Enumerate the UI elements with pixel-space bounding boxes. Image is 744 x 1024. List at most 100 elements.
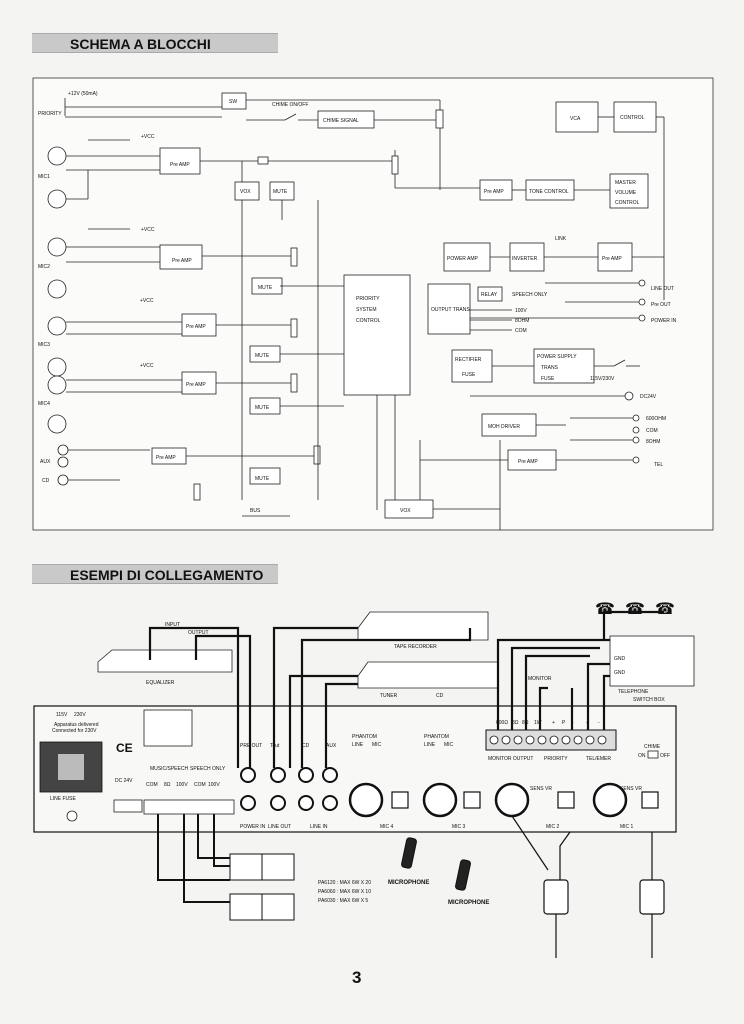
terminal-top-0: 600Ω — [496, 720, 508, 726]
vox-label: VOX — [240, 189, 251, 195]
mic2-jack-icon — [47, 279, 67, 299]
mute-label-2: MUTE — [258, 285, 273, 291]
tone-control-label: TONE CONTROL — [529, 189, 569, 195]
tout-jack-label: Tout — [270, 743, 280, 749]
sw-block — [221, 92, 247, 110]
cd-device-label: CD — [436, 693, 444, 699]
terminal-100v2-label: 100V — [208, 782, 220, 788]
terminal-top-8: - — [598, 720, 600, 726]
input-label: INPUT — [165, 622, 180, 628]
control-label: CONTROL — [620, 115, 645, 121]
priority-control-label-3: CONTROL — [356, 318, 381, 324]
inverter-block — [509, 242, 545, 272]
voltage-230-label: 230V — [74, 712, 86, 718]
tap-8ohm-label: 8OHM — [515, 318, 529, 324]
mute-label-1: MUTE — [273, 189, 288, 195]
apparatus-note-2: Connected for 230V — [52, 728, 97, 734]
terminal-top-4: + — [552, 720, 555, 726]
line-out-jack-label: LINE OUT — [268, 824, 291, 830]
mute-label-3: MUTE — [255, 353, 270, 359]
speaker-icon-4 — [261, 893, 295, 921]
master-volume-label-3: CONTROL — [615, 200, 640, 206]
mic1-jack-icon — [47, 189, 67, 209]
priority-control-label-2: SYSTEM — [356, 307, 377, 313]
mic1-jack-socket-icon — [641, 791, 659, 809]
mic2-panel-label: MIC 2 — [546, 824, 560, 830]
mute-label-5: MUTE — [255, 476, 270, 482]
line-label-4: LINE — [352, 742, 364, 748]
priority-label: PRIORITY — [38, 111, 62, 117]
moh-600-label: 600OHM — [646, 416, 666, 422]
gnd-label-1: GND — [614, 656, 626, 662]
microphone-icon-1 — [401, 837, 417, 869]
tuner-label: TUNER — [380, 693, 398, 699]
sens-vr-label-1: SENS VR — [620, 786, 642, 792]
mic4-panel-label: MIC 4 — [380, 824, 394, 830]
power-in-jack-label: POWER IN — [240, 824, 266, 830]
dc24v-terminal-label: DC 24V — [115, 778, 133, 784]
cd-jack-label: CD — [302, 743, 310, 749]
mic4-xlr-socket-icon — [348, 782, 384, 818]
mains-label: 115V/230V — [590, 376, 615, 382]
equalizer-label: EQUALIZER — [146, 680, 175, 686]
supply-label: +12V (50mA) — [68, 91, 98, 97]
mic3-xlr-socket-icon — [422, 782, 458, 818]
bus-label: BUS — [250, 508, 261, 514]
mic4-label: MIC4 — [38, 401, 50, 407]
output-trans-label: OUTPUT TRANS — [431, 307, 470, 313]
power-amp-label: POWER AMP — [447, 256, 479, 262]
mic1-panel-label: MIC 1 — [620, 824, 634, 830]
control-terminal-strip — [485, 729, 617, 751]
preamp-mic3-label: Pre AMP — [186, 324, 206, 330]
phantom-label-3: PHANTOM — [424, 734, 449, 740]
mic3-jack-socket-icon — [463, 791, 481, 809]
terminal-top-6: - — [572, 720, 574, 726]
speaker-icon-2 — [261, 853, 295, 881]
connection-heading: ESEMPI DI COLLEGAMENTO — [32, 564, 278, 584]
block-diagram: +12V (50mA) PRIORITY SW CHIME ON/OFF CHI… — [32, 77, 714, 531]
terminal-com2-label: COM — [194, 782, 206, 788]
master-volume-label-1: MASTER — [615, 180, 636, 186]
moh-com-label: COM — [646, 428, 658, 434]
terminal-top-3: 1W — [534, 720, 542, 726]
rectifier-fuse-label: FUSE — [462, 372, 476, 378]
microphone-label-1: MICROPHONE — [388, 880, 429, 886]
mic4-xlr-icon — [47, 375, 67, 395]
tap-100v-label: 100V — [515, 308, 527, 314]
line-label-3: LINE — [424, 742, 436, 748]
terminal-top-5: P — [562, 720, 566, 726]
telephone-box-label-2: SWITCH BOX — [633, 697, 665, 703]
priority-control-label-1: PRIORITY — [356, 296, 380, 302]
mute-label-4: MUTE — [255, 405, 270, 411]
tuner-cd-device — [357, 661, 499, 689]
aux-jack-label: AUX — [326, 743, 337, 749]
telephone-switch-box — [609, 635, 695, 687]
tape-recorder-label: TAPE RECORDER — [394, 644, 437, 650]
gooseneck-mic-icon-2 — [639, 879, 665, 915]
dc24v-label: DC24V — [640, 394, 657, 400]
rectifier-label: RECTIFIER — [455, 357, 482, 363]
microphone-label-2: MICROPHONE — [448, 900, 489, 906]
chime-on-label: ON — [638, 753, 646, 759]
output-label: OUTPUT — [188, 630, 209, 636]
speaker-icon-3 — [229, 893, 263, 921]
vox-block — [234, 181, 260, 201]
terminal-top-2: 8Ω — [522, 720, 529, 726]
power-supply-label-2: TRANS — [541, 365, 559, 371]
preamp-out-label: Pre AMP — [602, 256, 622, 262]
rear-panel — [33, 705, 677, 833]
terminal-top-1: 8Ω — [512, 720, 519, 726]
aux-label: AUX — [40, 459, 51, 465]
moh-8-label: 8OHM — [646, 439, 660, 445]
tel-emer-label: TEL/EMER — [586, 756, 611, 762]
telephone-icon-2: ☎ — [625, 601, 645, 618]
mute-block-5 — [249, 467, 281, 485]
tel-label: TEL — [654, 462, 663, 468]
preamp-mic1 — [159, 147, 201, 175]
tape-recorder-device — [357, 611, 489, 641]
priority-terminal-label: PRIORITY — [544, 756, 568, 762]
chime-switch-label: CHIME ON/OFF — [272, 102, 308, 108]
mains-socket-icon — [39, 741, 103, 793]
master-volume-label-2: VOLUME — [615, 190, 637, 196]
terminal-com-label: COM — [146, 782, 158, 788]
